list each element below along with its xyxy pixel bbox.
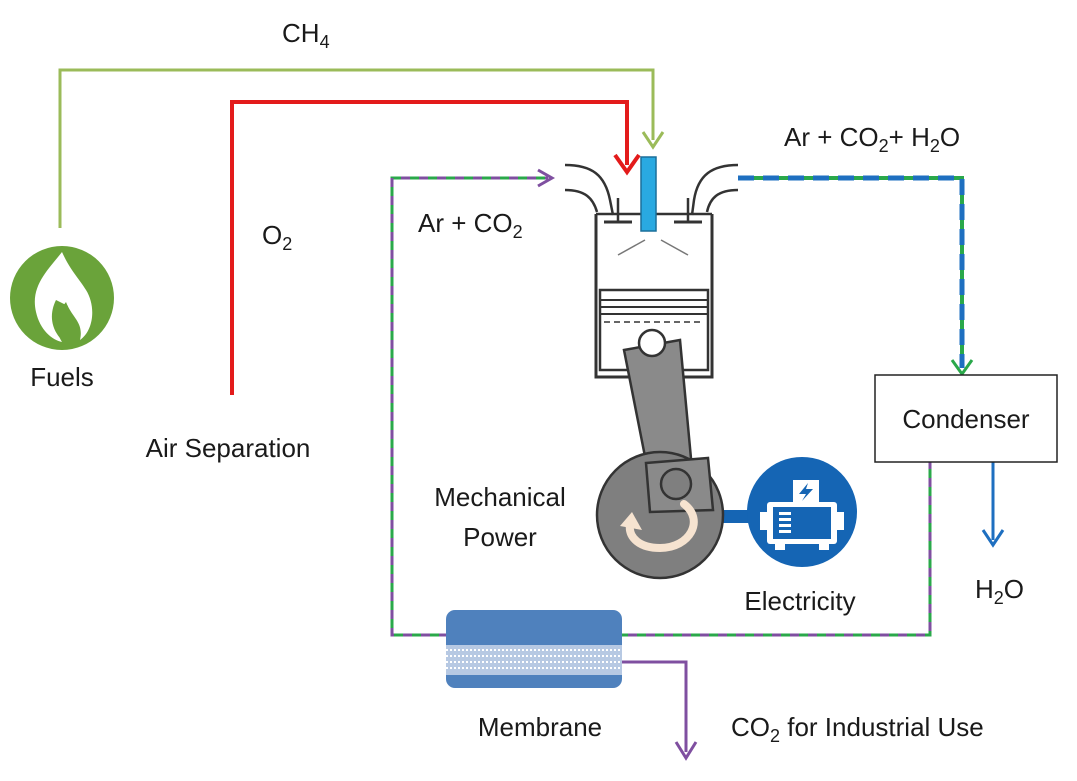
condenser-label: Condenser xyxy=(902,404,1030,434)
air-separation-label: Air Separation xyxy=(146,433,311,463)
water-out-line xyxy=(981,462,1005,548)
membrane-label: Membrane xyxy=(478,712,602,742)
ch4-arrowhead xyxy=(641,131,665,150)
fuels-label: Fuels xyxy=(30,362,94,392)
co2-use-label: CO2 for Industrial Use xyxy=(731,712,984,746)
crank-wheel xyxy=(595,450,725,580)
recycle-loop xyxy=(390,168,932,637)
flame-icon xyxy=(10,246,114,350)
o2-feed-line xyxy=(230,100,641,395)
condenser-box: Condenser xyxy=(874,374,1058,463)
exhaust-arrowhead xyxy=(950,359,974,377)
membrane xyxy=(446,610,622,688)
mechanical-power-label-line1: Mechanical xyxy=(434,482,566,512)
ch4-label: CH4 xyxy=(282,18,330,52)
recycle-label: Ar + CO2 xyxy=(418,208,523,242)
exhaust-line xyxy=(738,175,974,377)
o2-arrowhead xyxy=(613,153,641,176)
o2-label: O2 xyxy=(262,220,292,254)
water-label: H2O xyxy=(975,574,1024,608)
exhaust-label: Ar + CO2+ H2O xyxy=(784,122,960,156)
electricity-label: Electricity xyxy=(744,586,855,616)
co2-out-line xyxy=(622,660,698,761)
injector xyxy=(640,156,657,232)
water-arrowhead xyxy=(981,529,1005,548)
ch4-feed-line xyxy=(58,68,665,228)
generator-icon xyxy=(747,457,857,567)
co2-arrowhead xyxy=(674,741,698,761)
recycle-arrowhead xyxy=(537,168,556,188)
engine-cylinder xyxy=(564,156,739,494)
rotation-arrow-icon xyxy=(625,500,698,553)
mechanical-power-label-line2: Power xyxy=(463,522,537,552)
